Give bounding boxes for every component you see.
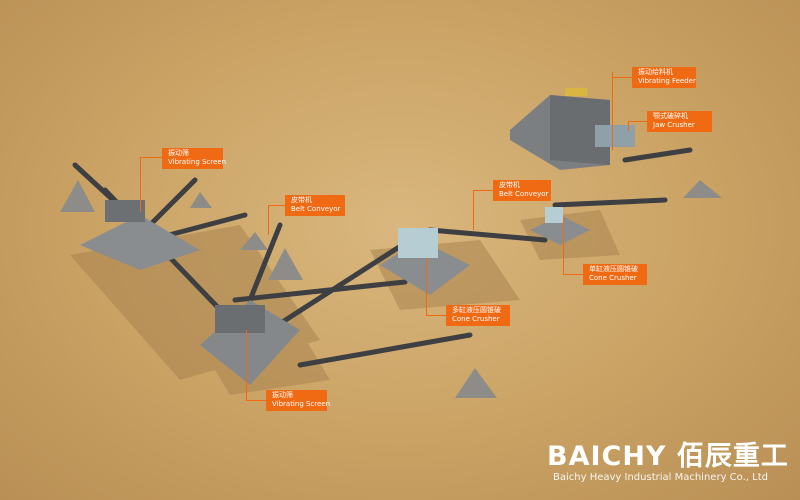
stockpiles [60, 180, 722, 398]
leader-line [628, 121, 647, 122]
stockpile [455, 368, 497, 398]
conveyor-belt [622, 147, 693, 163]
conveyor-belt [427, 227, 548, 243]
conveyor-belt [147, 177, 198, 228]
vibrating-screen-bottom-machine [215, 305, 265, 333]
leader-line [563, 274, 583, 275]
vibrating-screen-top-machine [105, 200, 145, 222]
brand-name: BAICHY [547, 441, 667, 472]
leader-line [246, 400, 266, 401]
screen-platform [80, 215, 200, 270]
leader-line [246, 330, 247, 400]
stockpile [190, 192, 212, 208]
stockpile [683, 180, 722, 198]
leader-line [268, 205, 285, 206]
leader-line [268, 205, 269, 235]
leader-line [140, 157, 141, 212]
leader-line [612, 77, 632, 78]
leader-line [473, 190, 493, 191]
feeder-building [510, 88, 635, 170]
machines [80, 200, 590, 385]
multi-cylinder-cone-crusher-machine [398, 228, 438, 258]
conveyor-belt [297, 332, 473, 368]
conveyor-belt [232, 279, 408, 303]
brand-logo: BAICHY 佰辰重工 Baichy Heavy Industrial Mach… [547, 442, 789, 484]
leader-line [426, 258, 427, 315]
leader-line [426, 315, 446, 316]
leader-line [628, 121, 629, 131]
screen-platform [200, 300, 300, 385]
conveyor-belt [552, 197, 668, 208]
leader-line [612, 72, 613, 150]
leader-line [473, 190, 474, 230]
stockpile [60, 180, 95, 212]
single-cylinder-cone-crusher-machine [545, 207, 563, 223]
conveyor-belt [247, 222, 283, 303]
conveyor-belt [267, 237, 413, 333]
conveyors [72, 147, 693, 368]
brand-name-zh: 佰辰重工 [676, 441, 789, 472]
company-name: Baichy Heavy Industrial Machinery Co., L… [553, 472, 768, 483]
leader-line [563, 218, 564, 274]
leader-line [140, 157, 162, 158]
stockpile [240, 232, 268, 250]
stockpile [268, 248, 303, 280]
